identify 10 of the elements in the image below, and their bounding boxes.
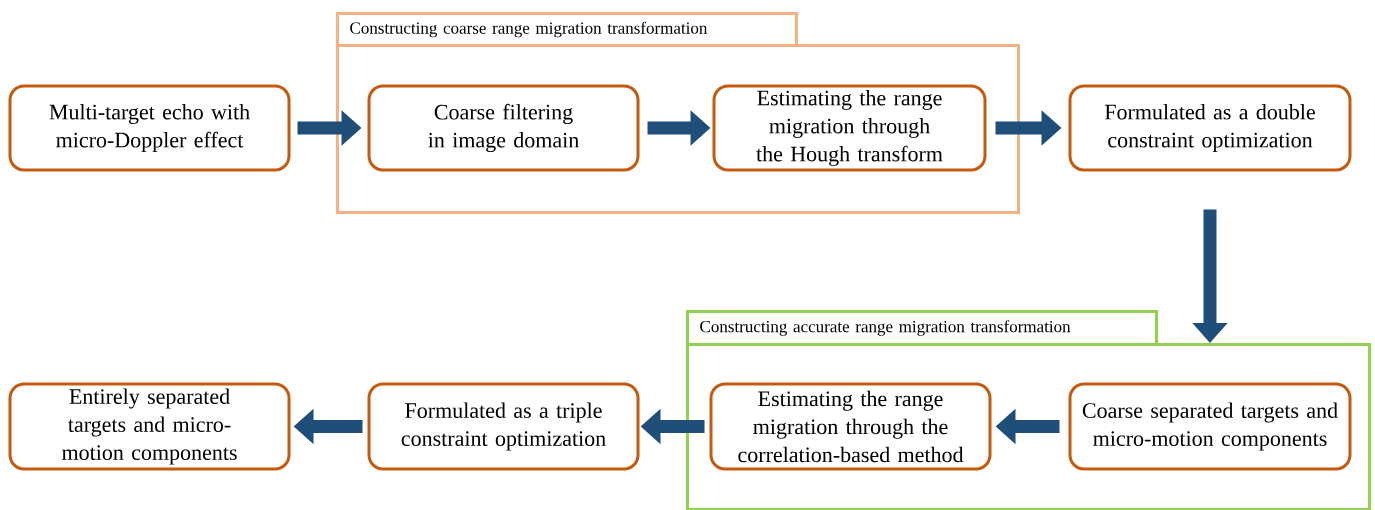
process-box: Estimating the range migration through the Hough transform: [712, 84, 987, 172]
process-box: Coarse separated targets and micro-motion components: [1068, 382, 1352, 471]
process-box: Entirely separated targets and micro-motion components: [8, 382, 291, 471]
process-box: Multi-target echo with micro-Doppler effect: [8, 84, 291, 172]
process-box: Coarse filtering in image domain: [367, 84, 640, 172]
heading-tab: Constructing coarse range migration transformation: [336, 12, 798, 47]
process-box: Formulated as a double constraint optimization: [1068, 84, 1352, 172]
process-box: Estimating the range migration through the correlation-based method: [709, 382, 992, 471]
process-box: Formulated as a triple constraint optimization: [367, 382, 640, 471]
heading-tab: Constructing accurate range migration transformation: [686, 310, 1158, 346]
